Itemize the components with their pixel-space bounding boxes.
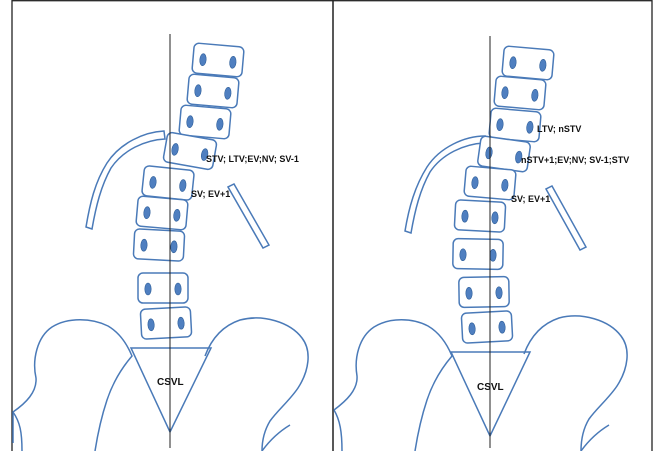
left-csvl-label: CSVL [157,377,184,388]
right-ltv-label: LTV; nSTV [537,124,581,134]
right-vertebra [454,200,506,233]
right-rod [546,186,586,250]
right-pedicle [460,249,467,261]
right-vertebra [459,277,510,308]
left-panel: STV; LTV;EV;NV; SV-1 SV; EV+1 CSVL [13,34,308,451]
right-iliac-wing-right [524,316,627,451]
right-vertebra [502,46,554,80]
left-sv-label: SV; EV+1 [191,189,230,199]
left-vertebra [187,74,239,108]
right-ischium-left [334,410,342,451]
left-vertebra [192,43,244,77]
left-vertebra [179,105,231,139]
left-rod [228,184,269,248]
right-csvl-label: CSVL [477,382,504,393]
left-pedicle [145,283,151,295]
left-vertebra [133,229,185,262]
left-stv-label: STV; LTV;EV;NV; SV-1 [206,154,299,164]
left-iliac-wing-left [13,320,132,451]
right-iliac-wing-left [334,320,452,451]
left-iliac-wing-right [205,318,308,451]
right-panel: LTV; nSTV nSTV+1;EV;NV; SV-1;STV SV; EV+… [334,36,629,451]
right-pedicle [496,287,503,299]
left-vertebra [142,165,195,200]
right-vertebra [461,311,513,344]
left-vertebra [136,196,188,230]
left-ischium-left [13,412,22,451]
right-nstv-label: nSTV+1;EV;NV; SV-1;STV [521,155,629,165]
left-sacrum [131,348,211,432]
left-vertebra [140,307,192,340]
left-vertebra [138,273,188,303]
panel-frames [12,1,652,451]
right-sv-label: SV; EV+1 [511,194,550,204]
left-pedicle [175,283,181,295]
right-pedicle [466,287,473,299]
right-vertebra [453,239,504,270]
right-vertebra [489,108,541,142]
right-vertebra [494,76,546,110]
right-pedicle [490,249,497,261]
